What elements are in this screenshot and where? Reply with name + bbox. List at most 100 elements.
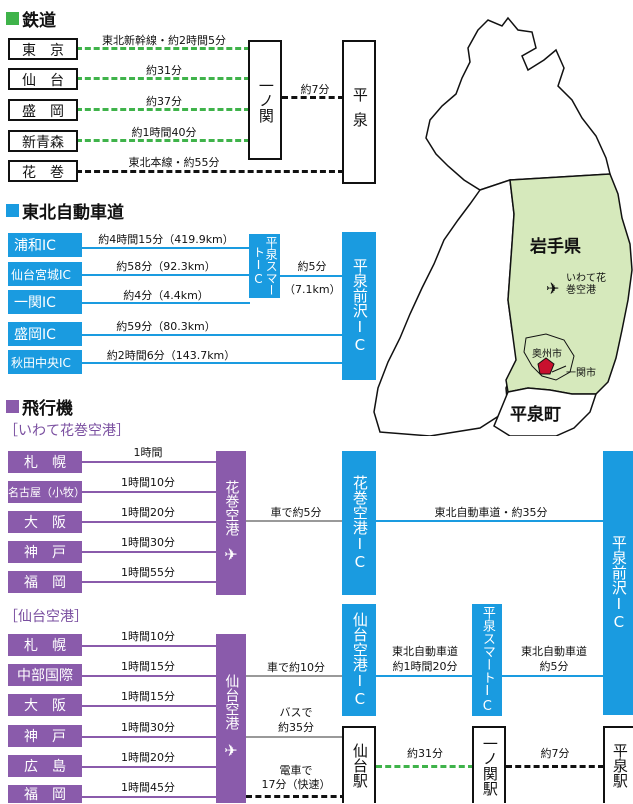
green-square-icon bbox=[6, 12, 19, 25]
origin-fukuoka: 福 岡 bbox=[8, 571, 82, 593]
origin-sendai: 仙 台 bbox=[8, 68, 78, 90]
origin-osaka-2: 大 阪 bbox=[8, 694, 82, 716]
flight-time: 1時間20分 bbox=[121, 506, 175, 519]
sendai-airport-ic: 仙台空港IC bbox=[342, 604, 376, 716]
map-coastline-west bbox=[373, 178, 519, 436]
tohoku-map bbox=[373, 16, 633, 436]
car-line bbox=[246, 520, 346, 522]
flight-time: 1時間10分 bbox=[121, 630, 175, 643]
miyagi-fill bbox=[493, 387, 598, 436]
flight-line bbox=[80, 521, 220, 523]
route-time: 約31分 bbox=[146, 64, 182, 77]
flight-time: 1時間15分 bbox=[121, 660, 175, 673]
prefecture-label: 岩手県 bbox=[530, 237, 581, 257]
flight-line bbox=[80, 491, 220, 493]
rail-line bbox=[76, 47, 250, 50]
hiraizumi-smart-ic-2: 平泉スマートIC bbox=[472, 604, 502, 716]
oshu-label: 奥州市 bbox=[532, 349, 562, 360]
flight-line bbox=[80, 675, 220, 677]
origin-nagoya: 名古屋（小牧） bbox=[8, 481, 85, 503]
road-time: 約59分（80.3km） bbox=[116, 320, 216, 333]
flight-line bbox=[80, 705, 220, 707]
train-label: 電車で bbox=[279, 764, 313, 777]
rail-line bbox=[282, 96, 344, 99]
flight-title-text: 飛行機 bbox=[22, 399, 73, 419]
route-time: 東北本線・約55分 bbox=[128, 156, 220, 169]
highway-time: 東北自動車道・約35分 bbox=[434, 506, 548, 519]
hanamaki-airport-label: ［いわて花巻空港］ bbox=[4, 423, 130, 439]
highway-line bbox=[376, 675, 474, 677]
road-line bbox=[280, 275, 344, 277]
flight-time: 1時間45分 bbox=[121, 781, 175, 794]
flight-section-title: 飛行機 bbox=[6, 394, 73, 419]
flight-time: 1時間20分 bbox=[121, 751, 175, 764]
origin-urawa-ic: 浦和IC bbox=[8, 233, 82, 257]
flight-line bbox=[80, 796, 220, 798]
road-line bbox=[80, 247, 250, 249]
map-airport-label: いわて花巻空港 bbox=[566, 273, 606, 296]
flight-time: 1時間30分 bbox=[121, 536, 175, 549]
sendai-station: 仙台駅 bbox=[342, 726, 376, 803]
road-line bbox=[80, 274, 250, 276]
origin-morioka: 盛 岡 bbox=[8, 99, 78, 121]
origin-ichinoseki-ic: 一関IC bbox=[8, 290, 82, 314]
train-line bbox=[246, 795, 346, 798]
flight-time: 1時間55分 bbox=[121, 566, 175, 579]
rail-section-title: 鉄道 bbox=[6, 6, 56, 31]
flight-line bbox=[80, 736, 220, 738]
hub-ichinoseki: 一ノ関 bbox=[248, 40, 282, 160]
rail-line bbox=[76, 77, 250, 80]
airplane-icon: ✈ bbox=[546, 279, 560, 298]
expressway-title-text: 東北自動車道 bbox=[22, 203, 124, 223]
smart-ic-time: 約5分 bbox=[297, 260, 327, 273]
hiraizumi-smart-ic: 平泉スマートIC bbox=[249, 234, 280, 298]
car-line bbox=[246, 675, 346, 677]
rail-line bbox=[506, 765, 604, 768]
airplane-icon: ✈ bbox=[224, 741, 238, 760]
expressway-section-title: 東北自動車道 bbox=[6, 198, 124, 223]
origin-akitachuo-ic: 秋田中央IC bbox=[8, 350, 82, 374]
hiraizumi-area bbox=[537, 357, 555, 375]
highway-time: 約5分 bbox=[539, 660, 569, 673]
rail-line bbox=[376, 765, 474, 768]
flight-line bbox=[80, 461, 220, 463]
rail-time: 約7分 bbox=[540, 747, 570, 760]
airplane-icon: ✈ bbox=[224, 545, 238, 564]
hub-time: 約7分 bbox=[300, 83, 330, 96]
origin-shinaomori: 新青森 bbox=[8, 130, 78, 152]
flight-line bbox=[80, 645, 220, 647]
flight-time: 1時間15分 bbox=[121, 690, 175, 703]
hiraizumi-station: 平泉駅 bbox=[603, 726, 633, 803]
smart-ic-distance: （7.1km） bbox=[284, 283, 341, 296]
origin-sapporo-2: 札 幌 bbox=[8, 634, 82, 656]
rail-time: 約31分 bbox=[407, 747, 443, 760]
flight-line bbox=[80, 581, 220, 583]
hanamaki-airport-box bbox=[216, 451, 246, 595]
route-time: 約37分 bbox=[146, 95, 182, 108]
car-time: 車で約10分 bbox=[267, 661, 325, 674]
origin-hanamaki: 花 巻 bbox=[8, 160, 78, 182]
oshu-region bbox=[523, 333, 575, 381]
map-coastline-north bbox=[425, 16, 611, 191]
bus-line bbox=[246, 736, 346, 738]
route-time: 東北新幹線・約2時間5分 bbox=[102, 34, 226, 47]
road-line bbox=[80, 362, 344, 364]
flight-time: 1時間30分 bbox=[121, 721, 175, 734]
hanamaki-airport-ic: 花巻空港IC bbox=[342, 451, 376, 595]
sendai-airport-label: ［仙台空港］ bbox=[4, 609, 88, 625]
origin-kobe-2: 神 戸 bbox=[8, 725, 82, 747]
road-time: 約4時間15分（419.9km） bbox=[98, 233, 234, 246]
road-line bbox=[80, 302, 250, 304]
ichinoseki-station: 一ノ関駅 bbox=[472, 726, 506, 803]
map-leader-line bbox=[551, 365, 567, 373]
hiraizumi-town-label: 平泉町 bbox=[510, 405, 561, 425]
blue-square-icon bbox=[6, 204, 19, 217]
flight-time: 1時間10分 bbox=[121, 476, 175, 489]
flight-line bbox=[80, 766, 220, 768]
ichinoseki-label: 一関市 bbox=[566, 368, 596, 379]
road-time: 約58分（92.3km） bbox=[116, 260, 216, 273]
origin-tokyo: 東 京 bbox=[8, 38, 78, 60]
bus-time: 約35分 bbox=[278, 721, 314, 734]
hanamaki-airport-name: 花巻空港 bbox=[223, 480, 240, 536]
rail-line bbox=[76, 139, 250, 142]
